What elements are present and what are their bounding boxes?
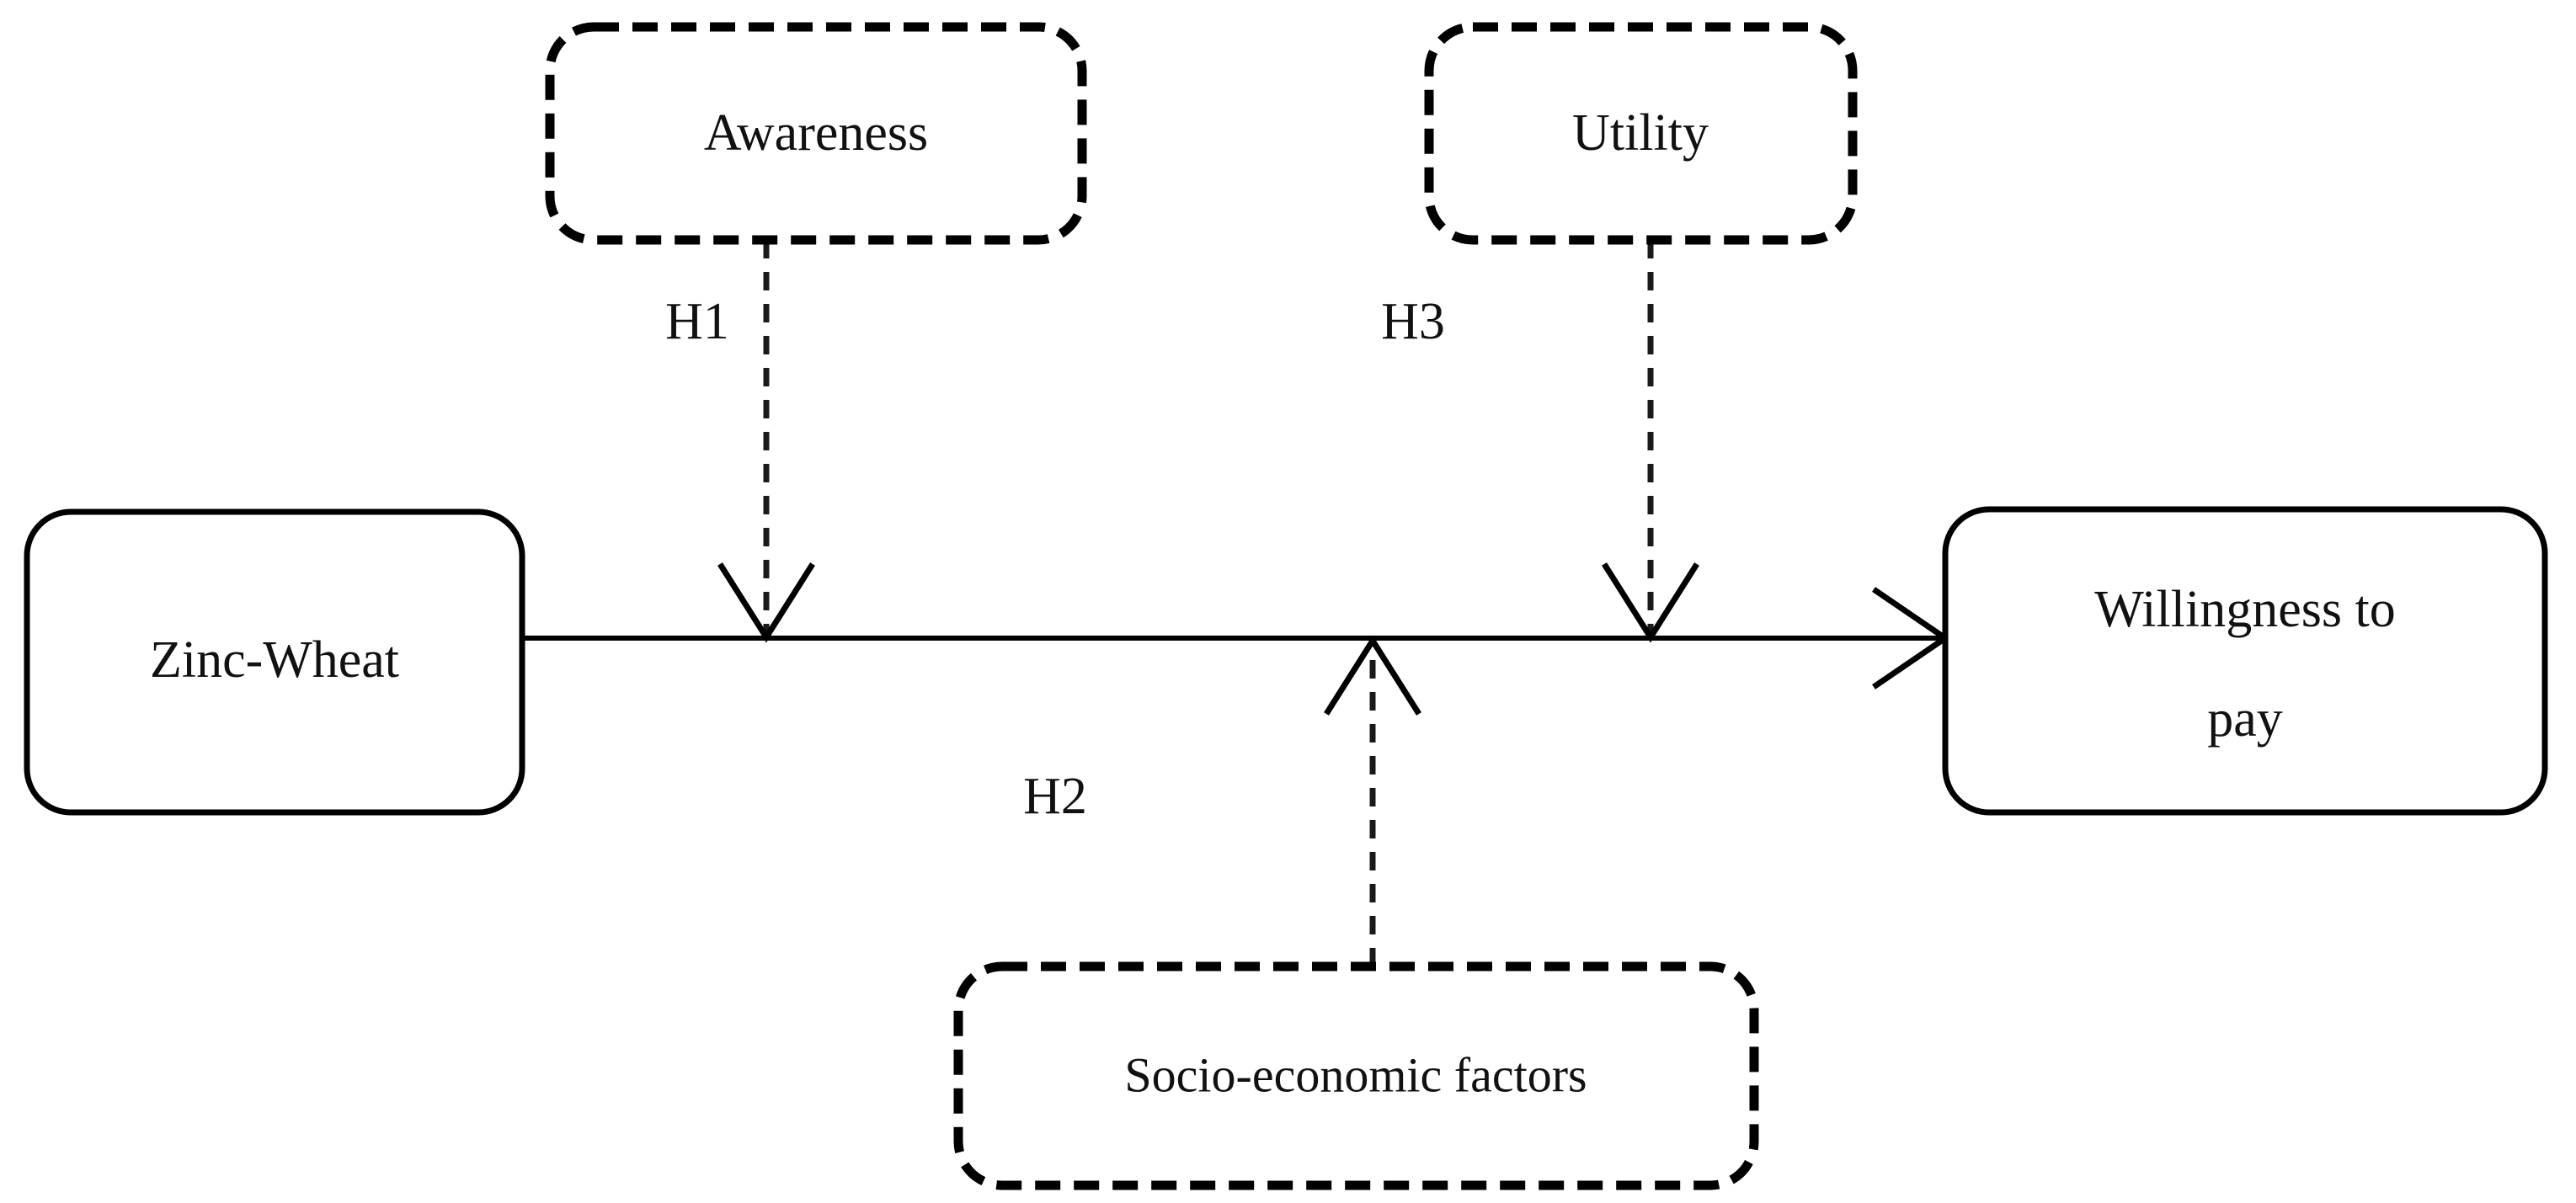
willingness-to-pay-label-line2: pay bbox=[2207, 690, 2283, 748]
edge-h3[interactable] bbox=[1602, 240, 1699, 643]
edge-h1[interactable] bbox=[717, 240, 815, 643]
socio-economic-factors-box bbox=[953, 961, 1759, 1190]
node-zinc-wheat[interactable]: Zinc-Wheat bbox=[24, 508, 525, 816]
node-utility[interactable]: Utility bbox=[1424, 22, 1858, 245]
edge-label-h1: H1 bbox=[665, 293, 729, 350]
h1-arrowhead bbox=[717, 562, 815, 643]
edge-main-path[interactable] bbox=[522, 587, 1951, 689]
utility-label: Utility bbox=[1572, 104, 1709, 162]
edge-h2[interactable] bbox=[1324, 635, 1421, 966]
zinc-wheat-box bbox=[24, 508, 525, 816]
h3-arrowhead bbox=[1602, 562, 1699, 643]
h2-arrowhead bbox=[1324, 635, 1421, 716]
willingness-to-pay-box bbox=[1942, 506, 2548, 816]
node-willingness-to-pay[interactable]: Willingness to pay bbox=[1942, 506, 2548, 816]
awareness-box bbox=[545, 22, 1087, 245]
node-socio-economic-factors[interactable]: Socio-economic factors bbox=[953, 961, 1759, 1190]
zinc-wheat-label: Zinc-Wheat bbox=[150, 631, 399, 689]
edge-label-h3: H3 bbox=[1381, 293, 1445, 350]
utility-box bbox=[1424, 22, 1858, 245]
edge-label-h2: H2 bbox=[1023, 768, 1087, 825]
socio-economic-factors-label: Socio-economic factors bbox=[1124, 1047, 1587, 1102]
awareness-label: Awareness bbox=[704, 104, 928, 162]
node-awareness[interactable]: Awareness bbox=[545, 22, 1087, 245]
willingness-to-pay-label-line1: Willingness to bbox=[2094, 581, 2395, 638]
